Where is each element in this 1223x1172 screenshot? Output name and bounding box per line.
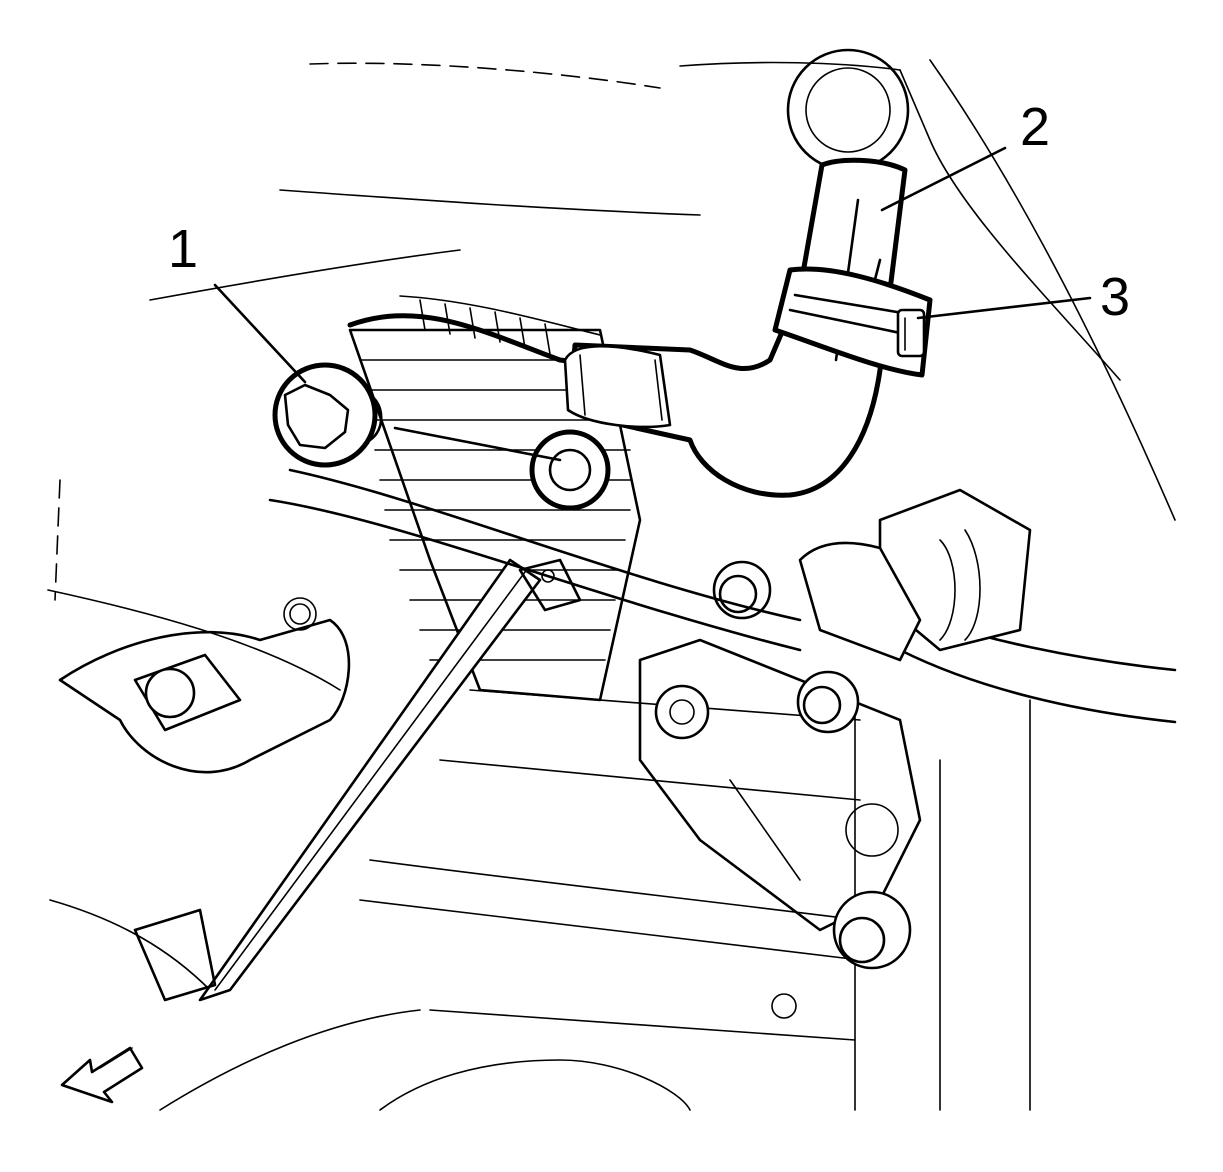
leader-line-1 <box>213 283 307 384</box>
leader-line-2 <box>880 146 1007 212</box>
right-hose <box>798 488 1177 724</box>
bracket-bolt-lower <box>832 890 912 970</box>
wiring-conduit <box>347 295 723 383</box>
callout-label-3: 3 <box>1100 267 1131 327</box>
lower-right-bracket <box>638 560 922 1019</box>
bracket-bolt-middle <box>796 670 860 734</box>
bracket-bolt-left <box>654 684 710 740</box>
hose-clamp <box>772 266 933 378</box>
callout-label-2: 2 <box>1020 97 1051 157</box>
coolant-hose <box>563 157 908 498</box>
diagonal-strut <box>133 558 582 1002</box>
left-bracket <box>58 597 351 774</box>
leader-lines <box>213 146 1092 462</box>
hose-bracket-bolt <box>272 362 611 511</box>
engine-housing-outline <box>47 59 1176 1111</box>
callout-label-1: 1 <box>168 219 199 279</box>
leader-line-1b <box>393 426 562 462</box>
leader-line-3 <box>916 296 1092 320</box>
long-tube <box>268 468 802 652</box>
upper-pulley-outline <box>786 48 910 172</box>
front-direction-arrow-icon <box>60 1046 144 1104</box>
